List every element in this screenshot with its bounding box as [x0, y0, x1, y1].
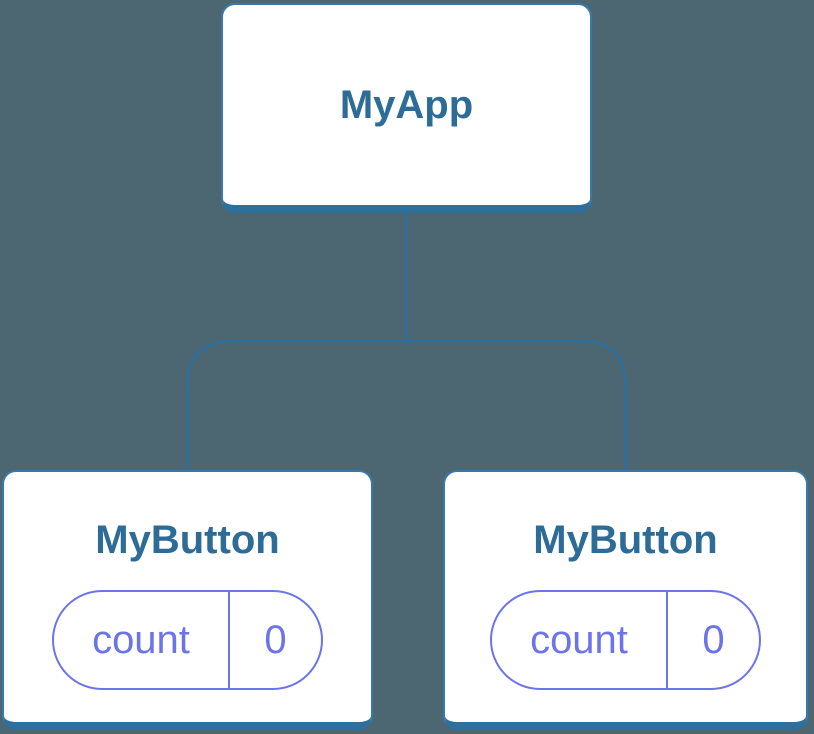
node-myapp-label: MyApp: [339, 83, 474, 127]
state-value-right: 0: [702, 617, 725, 662]
node-myapp: MyApp: [221, 3, 592, 213]
node-mybutton-left: MyButton count 0: [2, 470, 373, 730]
state-pill-right: count 0: [490, 590, 761, 690]
state-pill-left: count 0: [52, 590, 323, 690]
state-key-left: count: [92, 617, 190, 662]
branch-line: [186, 339, 627, 476]
node-mybutton-right: MyButton count 0: [443, 470, 808, 730]
node-mybutton-right-label: MyButton: [533, 518, 718, 562]
state-pill-divider-right: [666, 592, 668, 688]
state-value-left: 0: [264, 617, 287, 662]
node-mybutton-left-label: MyButton: [95, 518, 280, 562]
state-pill-divider-left: [228, 592, 230, 688]
state-key-right: count: [530, 617, 628, 662]
